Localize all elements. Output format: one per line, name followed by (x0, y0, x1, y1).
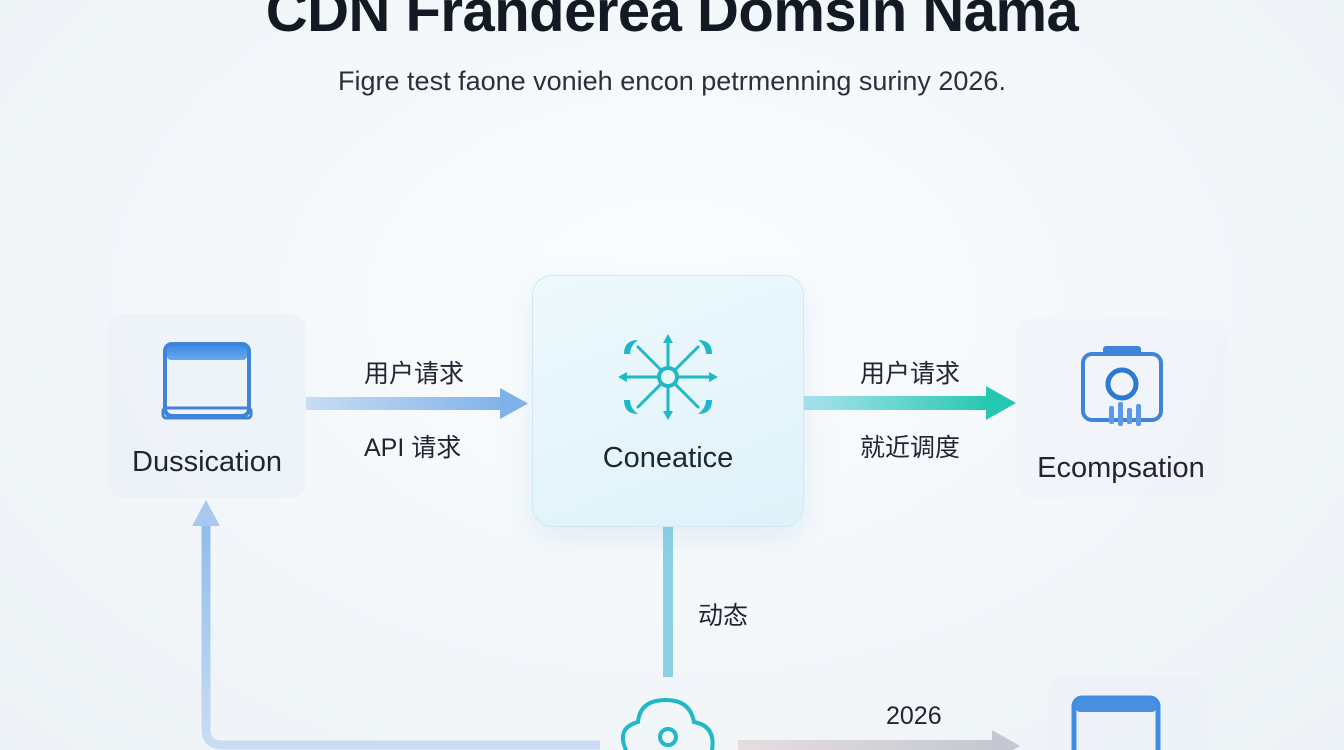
node-ecompsation[interactable]: Ecompsation (1016, 318, 1226, 498)
diagram-subtitle: Figre test faone vonieh encon petrmennin… (338, 66, 1006, 96)
browser-window-icon (161, 342, 253, 420)
mobile-device-icon (1071, 695, 1161, 750)
bottom-right-tile (1048, 676, 1208, 750)
edge-label-user-request-right: 用户请求 (860, 360, 961, 388)
network-hub-icon (618, 334, 718, 420)
edge-label-user-request-left: 用户请求 (364, 360, 465, 388)
node-dussication-label: Dussication (132, 446, 282, 478)
node-dussication[interactable]: Dussication (108, 314, 306, 498)
arrow-bottom-to-bottom-right (738, 730, 1020, 750)
edge-label-api-request: API 请求 (364, 434, 462, 462)
arrow-left-to-center (306, 388, 528, 419)
connector-center-to-bottom (663, 527, 673, 677)
node-ecompsation-label: Ecompsation (1037, 452, 1205, 484)
node-coneatice[interactable]: Coneatice (532, 275, 804, 527)
arrow-bottom-to-left (192, 500, 600, 750)
diagram-title: CDN Franderea Domsin Nama (265, 0, 1079, 44)
edge-label-dynamic: 动态 (698, 602, 749, 630)
camera-server-icon (1081, 346, 1163, 426)
arrow-center-to-right (804, 386, 1016, 420)
edge-label-nearest-dispatch: 就近调度 (860, 434, 961, 462)
edge-label-2026: 2026 (886, 702, 942, 730)
node-coneatice-label: Coneatice (602, 442, 734, 474)
cloud-icon (621, 697, 715, 750)
